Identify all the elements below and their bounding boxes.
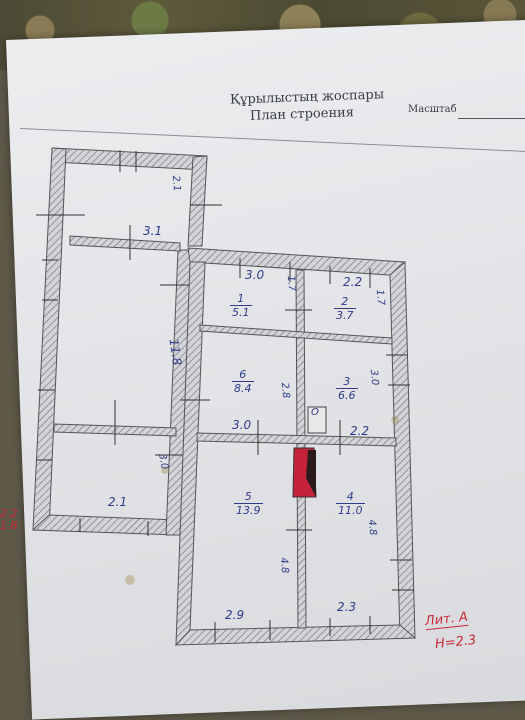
edge-note-bottom: 1.8	[0, 519, 18, 532]
stove	[292, 406, 327, 498]
room-6-area: 8.4	[234, 382, 252, 395]
dim-annex-bottom: 2.1	[108, 495, 128, 509]
room-1-label: 1 5.1	[230, 292, 252, 319]
main-house-openings	[180, 258, 414, 642]
room-4-label: 4 11.0	[336, 490, 365, 517]
dim-main-bottom-b: 2.3	[337, 600, 357, 614]
dim-annex-top: 3.1	[143, 224, 163, 238]
dim-room2-height: 1.7	[373, 289, 387, 306]
main-house-walls	[174, 247, 417, 647]
room-4-area: 11.0	[338, 504, 363, 517]
left-annex-openings	[36, 150, 222, 536]
room-1-number: 1	[230, 292, 252, 306]
stove-marker: О	[311, 407, 319, 418]
left-annex-walls	[31, 147, 208, 536]
scale-blank-line	[458, 118, 525, 119]
room-3-label: 3 6.6	[336, 375, 358, 402]
dim-main-top-a: 3.0	[245, 268, 265, 282]
room-2-number: 2	[334, 295, 356, 309]
room-2-label: 2 3.7	[334, 295, 356, 322]
room-6-label: 6 8.4	[232, 368, 254, 395]
room-3-area: 6.6	[338, 389, 356, 402]
room-2-area: 3.7	[336, 309, 354, 322]
dim-partition-right: 2.2	[350, 424, 370, 438]
dim-main-bottom-a: 2.9	[225, 608, 245, 622]
dim-room6-height: 2.8	[278, 382, 292, 399]
room-5-area: 13.9	[236, 504, 261, 517]
scale-label: Масштаб	[408, 104, 457, 115]
edge-note: 2.2 1.8	[0, 508, 18, 532]
room-6-number: 6	[232, 368, 254, 382]
dim-room5-height: 4.8	[277, 557, 291, 574]
floor-plan	[31, 147, 417, 647]
room-3-number: 3	[336, 375, 358, 389]
dim-room4-height: 4.8	[365, 519, 379, 536]
dim-partition-left: 3.0	[232, 418, 252, 432]
room-5-label: 5 13.9	[234, 490, 263, 517]
room-4-number: 4	[336, 490, 365, 504]
dim-room1-height: 1.7	[284, 275, 298, 292]
room-5-number: 5	[234, 490, 263, 504]
dim-annex-narrow-height: 2.1	[169, 175, 183, 192]
edge-note-top: 2.2	[0, 507, 18, 520]
room-1-area: 5.1	[232, 306, 250, 319]
dim-main-top-b: 2.2	[343, 275, 363, 289]
dim-room3-height: 3.0	[367, 369, 381, 386]
